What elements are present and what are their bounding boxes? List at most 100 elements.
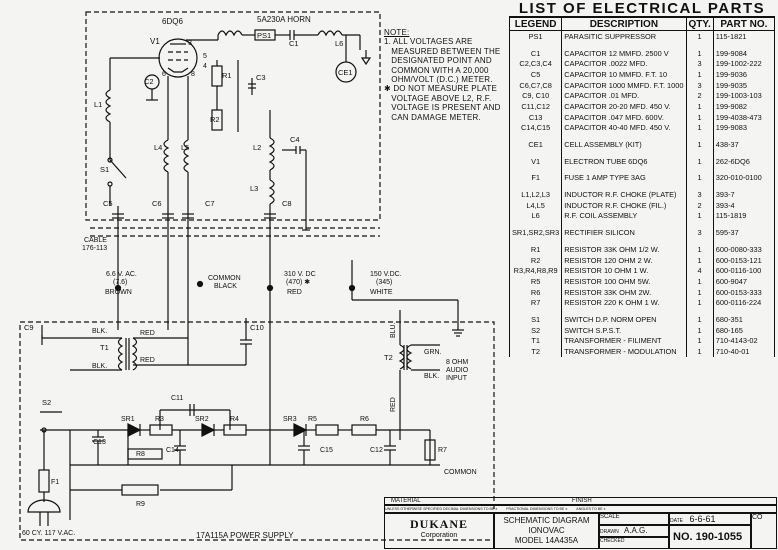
- parts-legend: [508, 166, 563, 173]
- parts-legend: C11,C12: [508, 101, 563, 112]
- ac-input-label: 60 CY. 117 V.AC.: [22, 530, 75, 537]
- label-c5: C5: [103, 199, 113, 208]
- label-sr3: SR3: [283, 416, 297, 423]
- label-r8: R8: [136, 451, 145, 458]
- material-label: MATERIAL: [391, 498, 421, 504]
- t1-secondary-red-2: RED: [140, 357, 155, 364]
- parts-qty: 1: [685, 297, 714, 309]
- parts-number: 115-1819: [712, 210, 776, 222]
- label-r1: R1: [222, 71, 232, 80]
- parts-qty: 1: [685, 69, 714, 80]
- voltage-150vdc: 150 V.DC.: [370, 271, 402, 278]
- t2-blue-lead: BLU.: [390, 322, 397, 338]
- note-line: VOLTAGE ABOVE L2, R.F.: [384, 93, 492, 103]
- label-r2: R2: [210, 115, 220, 124]
- parts-legend: C14,C15: [508, 122, 563, 134]
- parts-legend: S1: [508, 314, 563, 325]
- label-c14: C14: [166, 447, 179, 454]
- parts-qty: 1: [685, 244, 714, 255]
- parts-legend: SR1,SR2,SR3: [508, 227, 563, 238]
- parts-number: [712, 149, 776, 156]
- parts-legend: T2: [508, 346, 563, 357]
- wire-color-black: BLACK: [214, 283, 237, 290]
- parts-row: [508, 308, 776, 315]
- parts-description: R.F. COIL ASSEMBLY: [561, 210, 687, 222]
- t2-red-lead: RED: [390, 397, 397, 412]
- parts-legend: [508, 149, 563, 156]
- parts-qty: 1: [685, 335, 714, 347]
- parts-legend: S2: [508, 324, 563, 336]
- parts-legend: C6,C7,C8: [508, 79, 563, 91]
- parts-number: 710-4143-02: [712, 335, 776, 347]
- product-name: IONOVAC: [528, 526, 565, 535]
- note-line: VOLTAGE IS PRESENT AND: [384, 103, 501, 113]
- parts-legend: R5: [508, 276, 563, 287]
- parts-legend: R1: [508, 244, 563, 255]
- parts-qty: 1: [685, 324, 714, 336]
- label-r4: R4: [230, 416, 239, 423]
- co-label: CO: [751, 513, 777, 549]
- parts-number: 199-1002-222: [712, 58, 776, 70]
- finish-label: FINISH: [572, 498, 592, 504]
- parts-legend: L4,L5: [508, 199, 563, 211]
- checked-label: CHECKED: [600, 538, 625, 544]
- parts-legend: R7: [508, 297, 563, 309]
- voltage-6-6vac-meas: (7.6): [113, 279, 127, 286]
- parts-legend: C5: [508, 69, 563, 80]
- parts-qty: 1: [685, 172, 714, 184]
- parts-legend: [508, 221, 563, 228]
- parts-number: [712, 133, 776, 140]
- parts-legend: C13: [508, 111, 563, 123]
- t2-black-lead: BLK.: [424, 373, 439, 380]
- parts-legend: L6: [508, 210, 563, 222]
- parts-legend: L1,L2,L3: [508, 189, 563, 200]
- scale-label: SCALE: [600, 514, 620, 520]
- parts-number: 320-010-0100: [712, 172, 776, 184]
- parts-number: 600-9047: [712, 276, 776, 287]
- parts-qty: 1: [685, 111, 714, 123]
- parts-description: ELECTRON TUBE 6DQ6: [561, 155, 687, 167]
- parts-qty: 1: [685, 254, 714, 266]
- parts-row: [508, 133, 776, 140]
- parts-number: [712, 308, 776, 315]
- t2-green-lead: GRN.: [424, 349, 442, 356]
- parts-qty: [685, 238, 714, 244]
- label-l6: L6: [335, 39, 343, 48]
- parts-number: [712, 221, 776, 228]
- label-c15: C15: [320, 447, 333, 454]
- parts-legend: [508, 41, 563, 48]
- company-logo: DUKANE: [409, 517, 468, 531]
- voltage-6-6vac: 6.6 V. AC.: [106, 271, 137, 278]
- label-c1: C1: [289, 39, 299, 48]
- col-legend: LEGEND: [508, 17, 563, 31]
- parts-legend: R2: [508, 254, 563, 266]
- date-label: DATE: [670, 518, 683, 524]
- col-part-no: PART NO.: [712, 17, 776, 31]
- parts-description: RECTIFIER SILICON: [561, 227, 687, 238]
- common-label: COMMON: [208, 275, 241, 282]
- parts-row: [508, 41, 776, 48]
- model-number: MODEL 14A435A: [514, 536, 579, 545]
- audio-impedance: 8 OHM: [446, 359, 468, 366]
- parts-description: PARASITIC SUPPRESSOR: [561, 30, 687, 42]
- pin-4: 4: [203, 63, 207, 70]
- parts-number: 199-9084: [712, 47, 776, 59]
- drawn-label: DRAWN: [600, 529, 619, 535]
- label-r6: R6: [360, 416, 369, 423]
- parts-number: 600-0153-333: [712, 286, 776, 298]
- parts-legend: [508, 133, 563, 140]
- parts-description: CAPACITOR .0022 MFD.: [561, 58, 687, 70]
- voltage-150vdc-meas: (345): [376, 279, 392, 286]
- parts-number: 199-9083: [712, 122, 776, 134]
- parts-legend: PS1: [508, 30, 563, 42]
- parts-qty: 1: [685, 276, 714, 287]
- label-sr1: SR1: [121, 416, 135, 423]
